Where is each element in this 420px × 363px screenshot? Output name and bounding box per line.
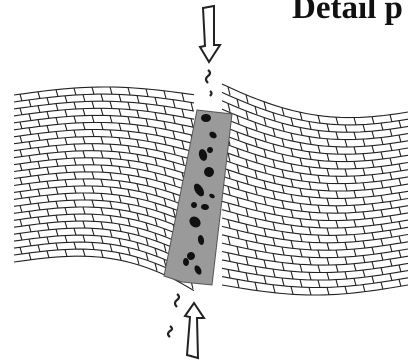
- breccia-fragment: [201, 114, 211, 122]
- slip-squiggle-top: [206, 70, 212, 96]
- slip-squiggle-bottom: [168, 294, 179, 337]
- arrow-down-icon: [200, 6, 220, 62]
- right-fault-block: [222, 84, 408, 295]
- arrow-up-icon: [185, 303, 204, 358]
